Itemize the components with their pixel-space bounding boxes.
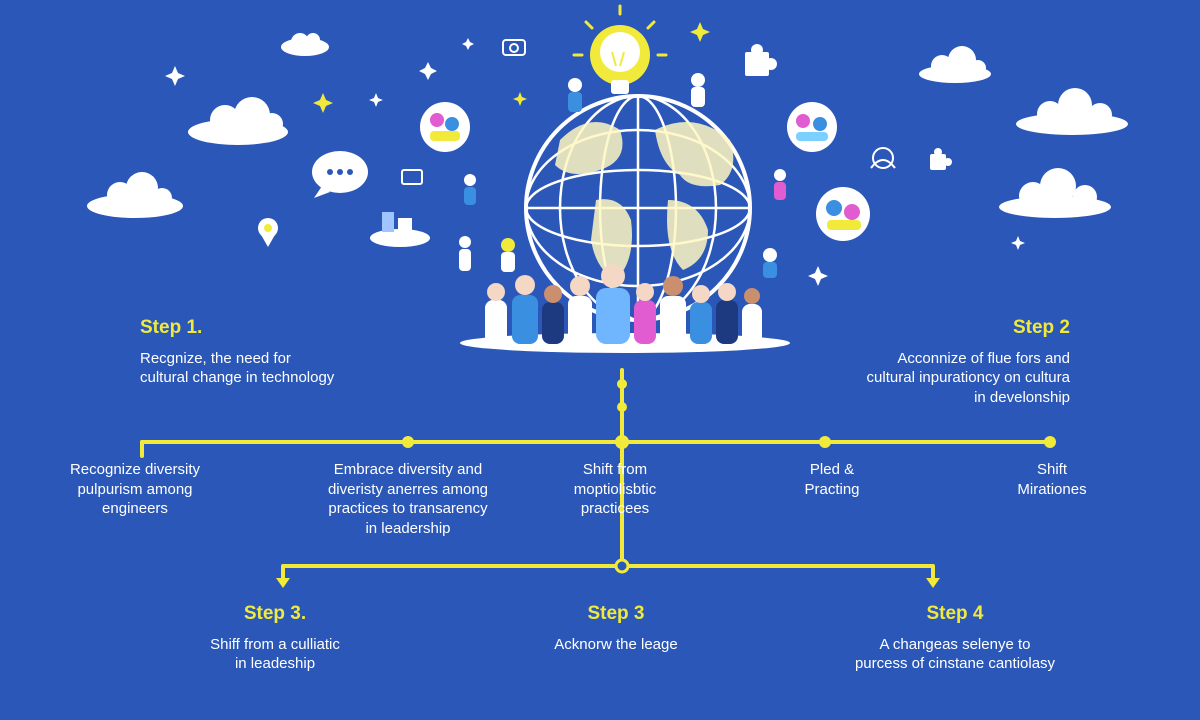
step-1-block: Step 1. Recgnize, the need for cultural … — [140, 316, 440, 388]
camera-icon — [502, 39, 526, 56]
sparkle-icon — [313, 22, 710, 113]
step-1-description: Recgnize, the need for cultural change i… — [140, 349, 335, 387]
workspace-icon — [370, 212, 430, 247]
chat-bubble-icon — [312, 151, 368, 198]
cloud-icon — [188, 97, 288, 145]
team-badge-icon — [420, 102, 470, 152]
connector-node — [614, 558, 630, 574]
cloud-icon — [87, 172, 183, 218]
location-pin-icon — [258, 218, 278, 247]
puzzle-icon — [930, 148, 952, 170]
step-3b-description: Acknorw the leage — [554, 635, 678, 653]
timeline-item-2: Embrace diversity and diveristy anerres … — [327, 461, 489, 537]
connector-node — [402, 379, 1056, 449]
globe-icon — [524, 94, 752, 322]
people-figure — [459, 73, 786, 278]
step-3a-description: Shiff from a culliatic in leadeship — [210, 635, 340, 673]
timeline-item-5: Shift Mirationes — [1017, 461, 1087, 498]
team-badge-icon — [787, 102, 837, 152]
step-4-block: Step 4 A changeas selenye to purcess of … — [825, 602, 1085, 674]
step-3b-block: Step 3 Acknorw the leage — [506, 602, 726, 654]
network-icon — [870, 147, 896, 169]
cloud-icon — [1016, 88, 1128, 135]
step-2-title: Step 2 — [1012, 317, 1070, 338]
timeline-item-1: Recognize diversity pulpurism among engi… — [69, 461, 201, 517]
connector-arrow — [276, 578, 940, 588]
lightbulb-icon — [572, 4, 668, 94]
puzzle-icon — [745, 44, 777, 76]
step-3a-block: Step 3. Shiff from a culliatic in leades… — [155, 602, 395, 674]
cloud-icon — [281, 33, 329, 56]
timeline-item-3: Shift from moptiolisbtic practicees — [573, 461, 657, 517]
cloud-icon — [919, 46, 991, 83]
step-3b-title: Step 3 — [587, 603, 645, 624]
step-3a-title: Step 3. — [243, 603, 307, 624]
step-2-description: Acconnize of flue fors and cultural inpu… — [866, 349, 1070, 406]
message-icon — [401, 169, 423, 185]
sparkle-icon — [165, 38, 1025, 286]
crowd-illustration — [460, 264, 790, 353]
step-1-title: Step 1. — [140, 317, 203, 338]
step-4-title: Step 4 — [926, 603, 984, 624]
cloud-icon — [999, 168, 1111, 218]
step-2-block: Step 2 Acconnize of flue fors and cultur… — [790, 316, 1070, 407]
team-badge-icon — [816, 187, 870, 241]
step-4-description: A changeas selenye to purcess of cinstan… — [854, 635, 1056, 673]
timeline-item-4: Pled & Practing — [804, 461, 860, 498]
